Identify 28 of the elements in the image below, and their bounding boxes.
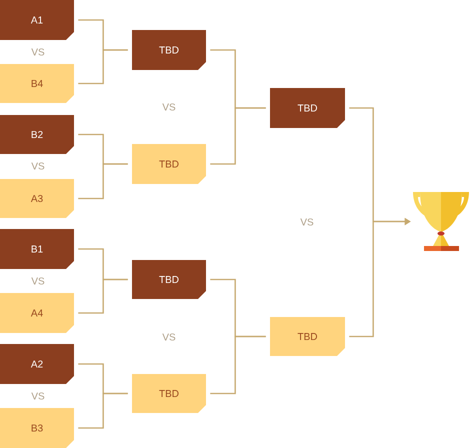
versus-label: VS xyxy=(31,277,44,285)
versus-label: VS xyxy=(162,333,176,341)
team-box: A2 xyxy=(0,344,74,384)
team-box: A3 xyxy=(0,179,74,218)
connector xyxy=(78,392,128,429)
team-box: B2 xyxy=(0,115,74,154)
connector xyxy=(78,163,128,200)
versus-label: VS xyxy=(162,103,176,111)
winner-box: TBD xyxy=(132,374,206,413)
winner-box: TBD xyxy=(132,144,206,184)
connector xyxy=(210,107,266,165)
versus-label: VS xyxy=(31,48,44,56)
team-box: A1 xyxy=(0,0,74,40)
versus-label: VS xyxy=(300,218,314,226)
team-box: A4 xyxy=(0,293,74,333)
trophy xyxy=(413,192,469,251)
versus-label: VS xyxy=(31,162,44,170)
connector xyxy=(210,336,266,394)
winner-box: TBD xyxy=(270,88,345,128)
connector xyxy=(78,278,128,314)
winner-box: TBD xyxy=(132,260,206,299)
team-box: B4 xyxy=(0,64,74,103)
winner-box: TBD xyxy=(270,317,345,356)
team-box: B3 xyxy=(0,408,74,448)
connector xyxy=(78,49,128,84)
versus-label: VS xyxy=(31,392,44,400)
team-box: B1 xyxy=(0,229,74,269)
winner-box: TBD xyxy=(132,30,206,70)
